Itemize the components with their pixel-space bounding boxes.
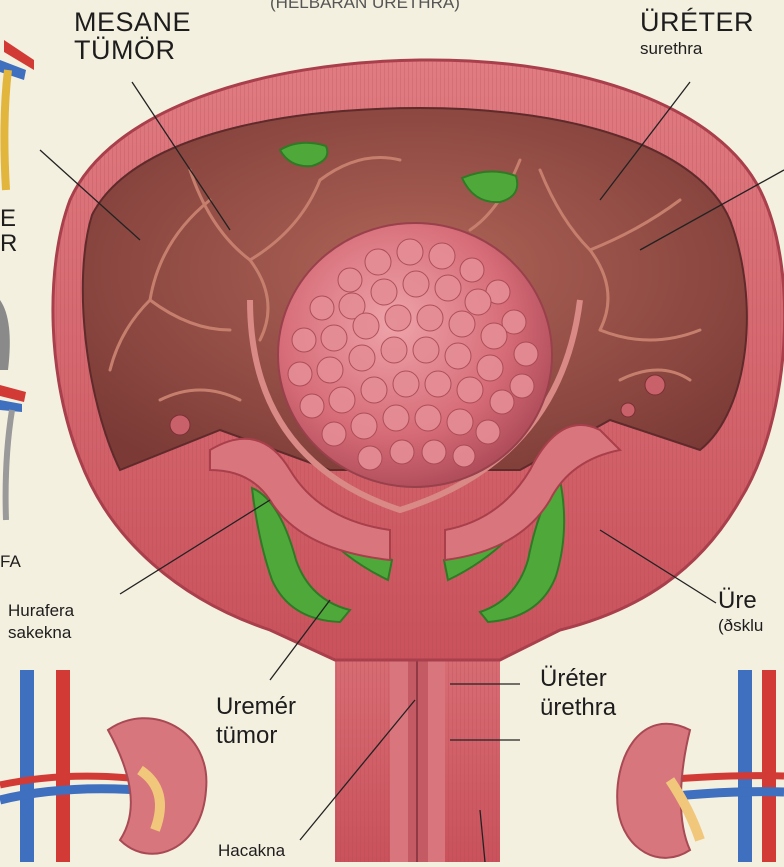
uremer-tumor-label: Uremér tümor xyxy=(216,693,297,750)
tumor-line-2: tümor xyxy=(216,722,278,750)
mesane-line: MESANE xyxy=(74,7,192,37)
hurafera-label: Hurafera sakekna xyxy=(8,602,74,642)
right-kidney xyxy=(616,670,784,862)
top-header-label: (HELBARAN URETHRA) xyxy=(270,0,460,12)
ureter-top-label: ÜRÉTER surethra xyxy=(640,8,754,58)
hurafera-line2: sakekna xyxy=(8,622,72,642)
ureter-mid-label: Üréter ürethra xyxy=(540,665,617,722)
left-edge-label: E R xyxy=(0,205,18,258)
hacarna-label: Hacakna xyxy=(218,841,286,860)
ureter-mid-line1: Üréter xyxy=(540,665,607,692)
ureter-top-line2: surethra xyxy=(640,39,703,59)
hurafera-line1: Hurafera xyxy=(8,601,75,620)
inner-vessels xyxy=(108,156,702,402)
left-edge-line1: E xyxy=(0,205,17,232)
left-edge-fa-label: FA xyxy=(0,552,21,571)
left-edge-vessels xyxy=(0,40,34,521)
leader-lines xyxy=(39,81,784,863)
right-ure-label: Üre (ðsklu xyxy=(718,588,763,635)
right-ure-line1: Üre xyxy=(718,587,757,614)
small-lesions xyxy=(169,374,666,436)
ureter-mid-line2: ürethra xyxy=(540,694,617,722)
tumor-line: TÜMÖR xyxy=(74,35,176,66)
ureter-top-line1: ÜRÉTER xyxy=(640,7,755,37)
tumor-mass xyxy=(277,222,553,488)
uremer-line: Uremér xyxy=(216,693,297,720)
mesane-tumor-label: MESANE TÜMÖR xyxy=(74,8,191,65)
left-edge-line2: R xyxy=(0,230,18,258)
right-ure-line2: (ðsklu xyxy=(718,616,764,636)
left-kidney xyxy=(0,670,208,862)
bladder-neck xyxy=(209,299,623,562)
bladder-wall xyxy=(51,58,784,662)
